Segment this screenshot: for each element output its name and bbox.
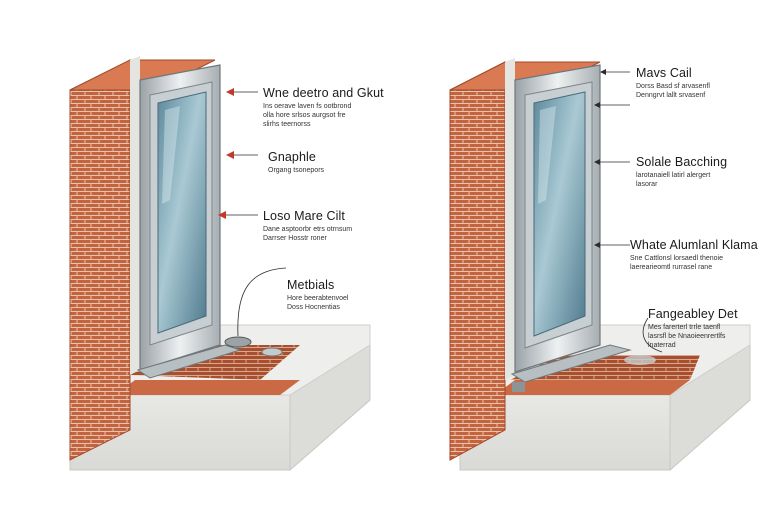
left-plaster [130, 56, 140, 375]
right-detail-splash [624, 355, 656, 365]
left-callout-1: Wne deetro and Gkut Ins oerave laven fs … [263, 86, 384, 129]
right-callout-4: Fangeabley Det Mes farerterl trrle taenf… [648, 307, 738, 350]
right-arrow-heads [594, 69, 606, 248]
right-callout-4-title: Fangeabley Det [648, 307, 738, 321]
left-wall-top [69, 59, 216, 91]
right-glass-reflection [538, 106, 556, 204]
right-sill-flashing [510, 344, 632, 383]
left-detail-fixing [224, 336, 252, 348]
left-brick-wall [69, 59, 131, 461]
right-brick-wall [449, 61, 506, 461]
left-assembly [69, 56, 371, 472]
right-callout-4-desc: Mes farerterl trrle taenfl lasrsfl be Nn… [648, 324, 726, 349]
left-arrow-heads [218, 88, 234, 219]
left-glass [157, 91, 207, 334]
left-callout-1-desc: Ins oerave laven fs ootbrond olla hore s… [263, 103, 352, 128]
right-callout-1: Mavs Cail Dorss Basd sf arvasenfl Denngr… [636, 66, 710, 100]
left-callout-3: Loso Mare Cilt Dane asptoorbr etrs otrns… [263, 209, 352, 243]
right-callout-2-title: Solale Bacching [636, 155, 728, 169]
right-callout-2: Solale Bacching larotanaiell latirl aler… [636, 155, 727, 189]
right-callout-3-title: Whate Alumlanl Klama [630, 238, 758, 252]
left-callout-3-title: Loso Mare Cilt [263, 209, 345, 223]
right-assembly [449, 58, 751, 472]
left-callout-4: Metbials Hore beerabtenvoel Doss Hocnent… [287, 278, 349, 312]
right-callout-3: Whate Alumlanl Klama Sne Cattlonsl lorsa… [630, 238, 758, 272]
left-sill-flashing [136, 344, 242, 379]
left-callout-2-title: Gnaphle [268, 150, 316, 164]
right-glass [533, 91, 586, 337]
left-glass-reflection [162, 106, 180, 204]
left-callout-2: Gnaphle Organg tsonepors [268, 150, 324, 175]
left-callout-1-title: Wne deetro and Gkut [263, 86, 384, 100]
right-callout-1-title: Mavs Cail [636, 66, 692, 80]
left-callout-4-title: Metbials [287, 278, 335, 292]
right-callout-3-desc: Sne Cattlonsl lorsaedl thenoie laerearie… [630, 255, 724, 271]
left-callout-2-desc: Organg tsonepors [268, 167, 325, 174]
left-leader-lines [222, 91, 287, 337]
right-callout-1-desc: Dorss Basd sf arvasenfl Denngrvt lallt s… [636, 83, 710, 99]
right-brick-course [495, 380, 690, 395]
left-detail-seal [261, 347, 283, 357]
right-sill-drip [512, 382, 525, 392]
left-brick-course [115, 380, 300, 395]
right-plaster [505, 58, 515, 380]
left-callout-3-desc: Dane asptoorbr etrs otrnsum Darrser Hoss… [263, 226, 353, 242]
right-leader-lines [598, 71, 663, 353]
right-callout-2-desc: larotanaiell latirl alergert lasorar [636, 172, 711, 188]
left-callout-4-desc: Hore beerabtenvoel Doss Hocnentias [287, 295, 349, 311]
